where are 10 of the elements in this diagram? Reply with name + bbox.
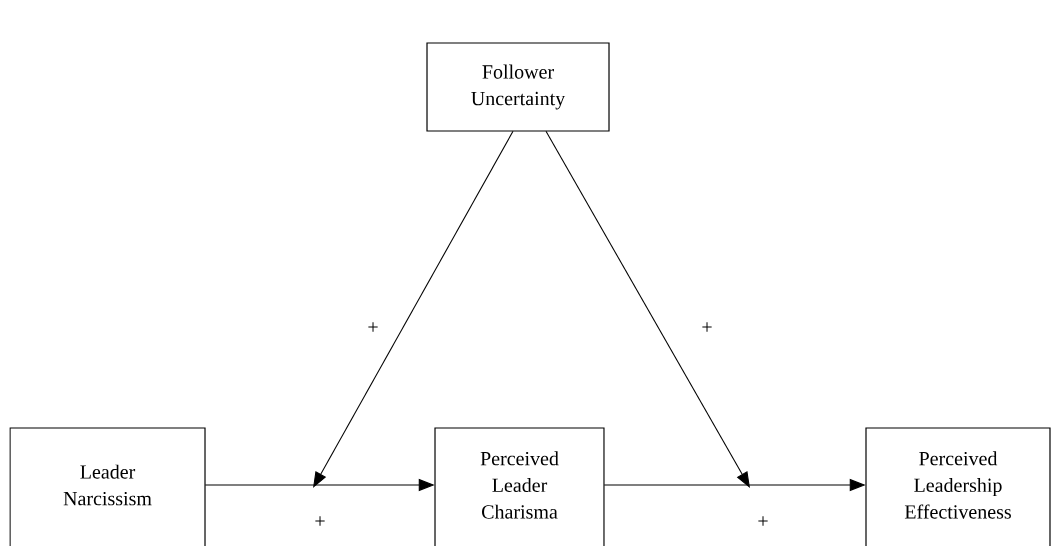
edge-label: +: [700, 321, 714, 335]
arrow: [313, 130, 514, 488]
edge-label: +: [313, 515, 327, 529]
arrow: [545, 130, 750, 488]
edge-label: +: [756, 515, 770, 529]
box: Perceived Leadership Effectiveness: [865, 427, 1051, 546]
box: Perceived Leader Charisma: [434, 427, 605, 546]
box: Leader Narcissism: [9, 427, 206, 546]
edge-label: +: [366, 321, 380, 335]
box: Follower Uncertainty: [426, 42, 610, 132]
